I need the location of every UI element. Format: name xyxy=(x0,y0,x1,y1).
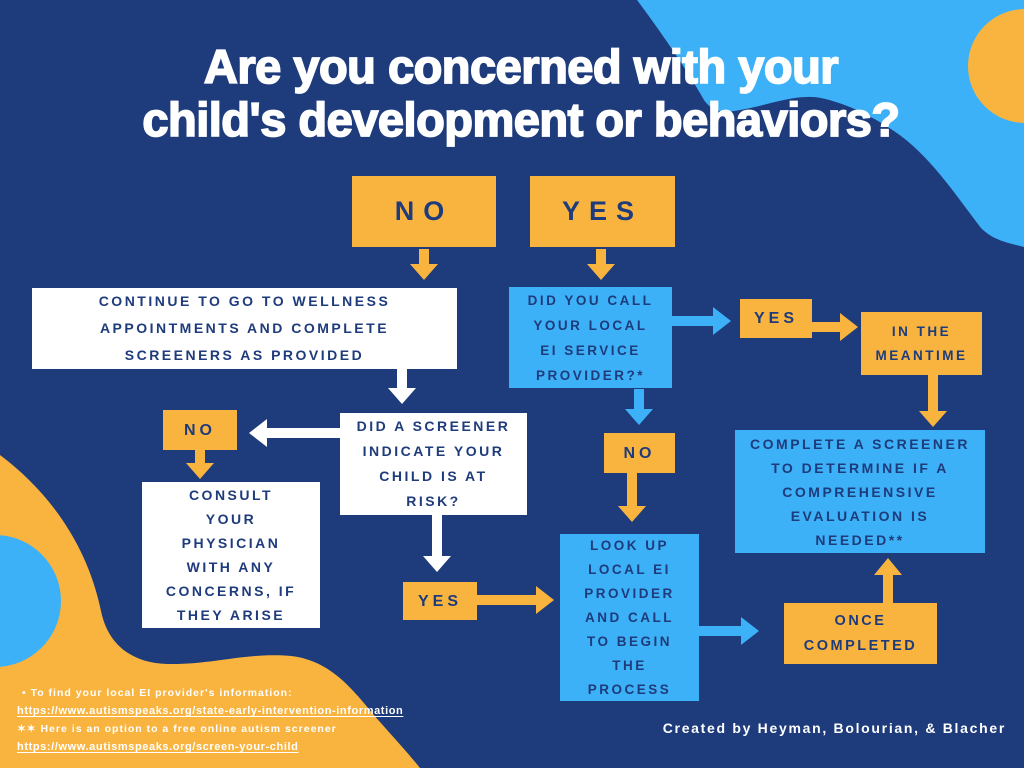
flow-node-yes-called: YES xyxy=(740,299,812,338)
flow-node-continue-wellness: CONTINUE TO GO TO WELLNESS APPOINTMENTS … xyxy=(32,288,457,369)
arrow-meantime-down xyxy=(919,375,947,427)
arrow-screener-to-no xyxy=(249,419,340,447)
flow-node-no-not-called: NO xyxy=(604,433,675,473)
arrow-no-screener-down xyxy=(186,450,214,479)
footnote-link-state-early-intervention[interactable]: https://www.autismspeaks.org/state-early… xyxy=(17,705,404,717)
flow-node-did-a-screener: DID A SCREENER INDICATE YOUR CHILD IS AT… xyxy=(340,413,527,515)
arrow-didcall-down xyxy=(625,389,653,425)
arrow-lookup-to-once xyxy=(699,617,759,645)
credit-text: Created by Heyman, Bolourian, & Blacher xyxy=(662,720,1006,736)
flow-node-complete-screener: COMPLETE A SCREENER TO DETERMINE IF A CO… xyxy=(735,430,985,553)
flow-node-once-completed: ONCE COMPLETED xyxy=(784,603,937,664)
arrow-yes-to-lookup xyxy=(477,586,554,614)
flow-node-look-up-provider: LOOK UP LOCAL EI PROVIDER AND CALL TO BE… xyxy=(560,534,699,701)
flow-node-in-the-meantime: IN THE MEANTIME xyxy=(861,312,982,375)
arrow-didcall-to-yes xyxy=(672,307,731,335)
footnote-autism-screener: ✶✶ Here is an option to a free online au… xyxy=(17,723,337,735)
arrow-yes-top-down xyxy=(587,249,615,280)
flow-node-yes-top: YES xyxy=(530,176,675,247)
flow-node-no-top: NO xyxy=(352,176,496,247)
page-title: Are you concerned with your child's deve… xyxy=(141,39,901,147)
footnotes: • To find your local EI provider's infor… xyxy=(17,684,403,756)
arrow-screener-down xyxy=(423,515,451,572)
flow-node-consult-physician: CONSULT YOUR PHYSICIAN WITH ANY CONCERNS… xyxy=(142,482,320,628)
arrow-no-top-down xyxy=(410,249,438,280)
arrow-once-up xyxy=(874,558,902,603)
footnote-ei-provider: • To find your local EI provider's infor… xyxy=(22,687,293,699)
arrow-no-notcalled-down xyxy=(618,473,646,522)
flow-node-did-you-call: DID YOU CALL YOUR LOCAL EI SERVICE PROVI… xyxy=(509,287,672,388)
footnote-link-screen-your-child[interactable]: https://www.autismspeaks.org/screen-your… xyxy=(17,741,299,753)
flow-node-no-screener: NO xyxy=(163,410,237,450)
decor-circle-bottom-left xyxy=(0,535,61,667)
arrow-yes-to-meantime xyxy=(812,313,858,341)
arrow-continue-down xyxy=(388,369,416,404)
flow-node-yes-at-risk: YES xyxy=(403,582,477,620)
